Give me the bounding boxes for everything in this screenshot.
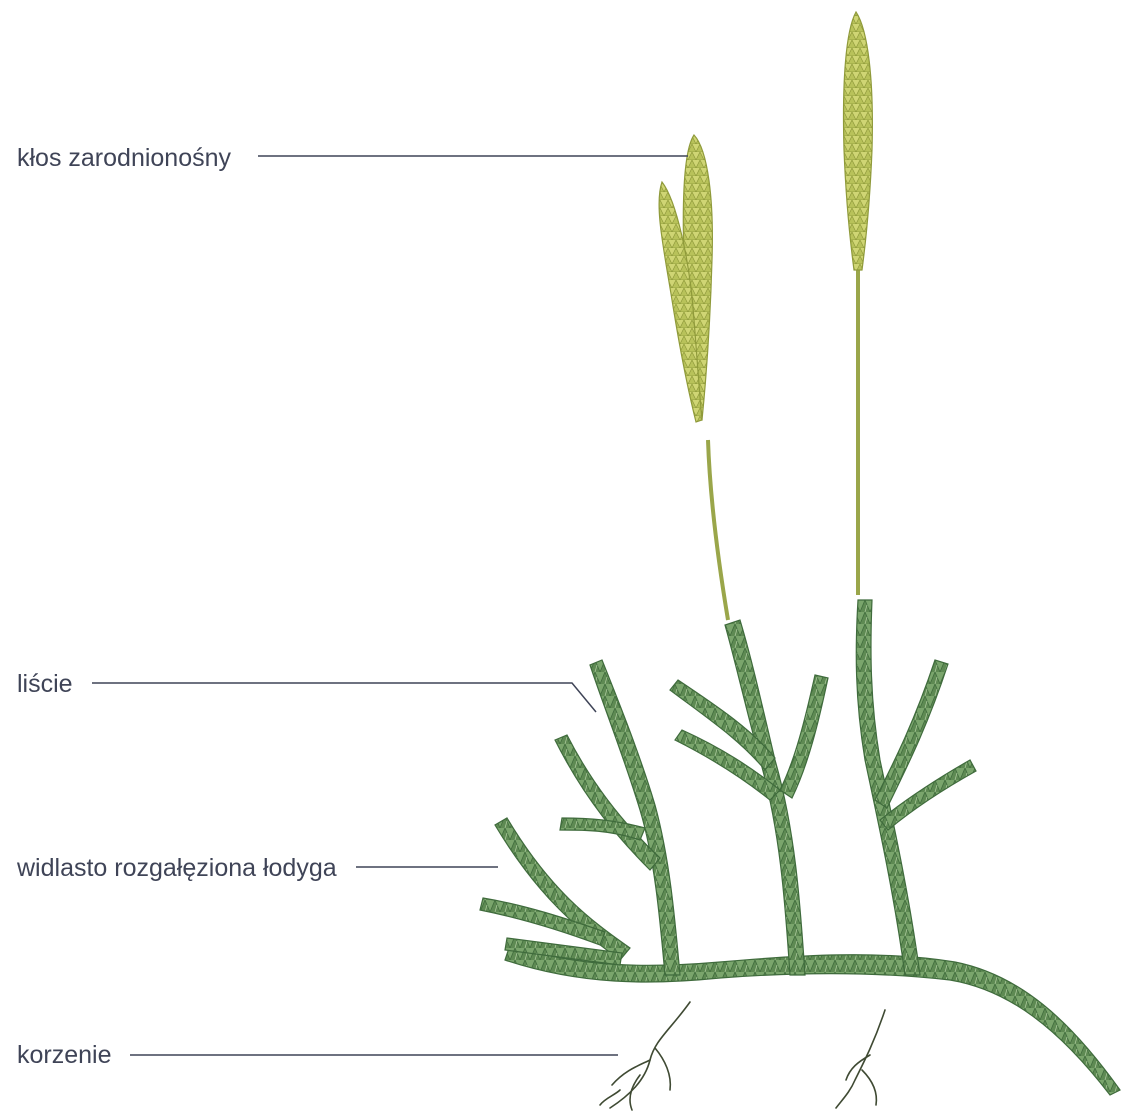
label-strobilus: kłos zarodnionośny	[17, 144, 688, 172]
label-leaves: liście	[17, 670, 596, 712]
rhizome	[505, 945, 1120, 1095]
label-roots: korzenie	[17, 1041, 618, 1069]
plant-illustration	[480, 12, 1120, 1110]
label-stem-text: widlasto rozgałęziona łodyga	[16, 854, 337, 882]
label-leaves-text: liście	[17, 670, 73, 698]
leafy-branches	[480, 600, 976, 975]
leader-line-leaves	[92, 683, 596, 712]
roots	[600, 1002, 885, 1110]
strobili	[659, 12, 872, 620]
label-stem: widlasto rozgałęziona łodyga	[16, 854, 498, 882]
label-strobilus-text: kłos zarodnionośny	[17, 144, 232, 172]
label-roots-text: korzenie	[17, 1041, 112, 1069]
